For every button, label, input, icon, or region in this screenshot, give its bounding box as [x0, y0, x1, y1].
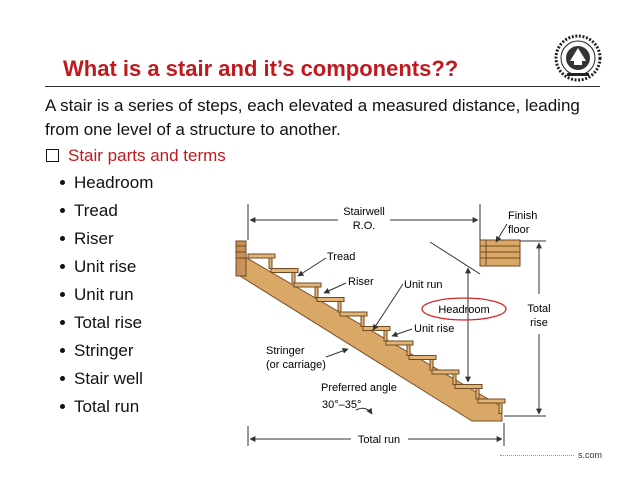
stair-tread	[270, 268, 299, 273]
stair-tread	[477, 398, 506, 404]
bullet-icon	[60, 348, 65, 353]
stair-riser	[406, 344, 411, 356]
stair-riser	[360, 315, 365, 327]
list-item: Unit run	[60, 283, 153, 311]
stair-riser	[383, 330, 388, 342]
upper-floor-framing	[479, 239, 521, 267]
stair-riser	[498, 402, 503, 414]
bullet-icon	[60, 236, 65, 241]
list-item: Riser	[60, 227, 153, 255]
headroom-highlight-circle	[421, 297, 507, 321]
term-riser: Riser	[74, 229, 114, 248]
list-item: Stringer	[60, 339, 153, 367]
parts-heading-text: Stair parts and terms	[68, 146, 226, 165]
checkbox-bullet-icon	[46, 149, 59, 162]
term-unit-rise: Unit rise	[74, 257, 137, 276]
label-tread: Tread	[327, 251, 355, 263]
stair-riser	[291, 272, 296, 284]
bullet-icon	[60, 376, 65, 381]
label-riser: Riser	[348, 276, 374, 288]
bullet-icon	[60, 292, 65, 297]
parts-heading: Stair parts and terms	[46, 146, 226, 166]
intro-paragraph: A stair is a series of steps, each eleva…	[45, 96, 580, 139]
term-stair-well: Stair well	[74, 369, 143, 388]
stair-tread	[408, 355, 437, 360]
list-item: Headroom	[60, 171, 153, 199]
stair-riser	[268, 257, 273, 269]
stair-tread	[247, 253, 276, 259]
term-tread: Tread	[74, 201, 118, 220]
stair-riser	[314, 286, 319, 298]
terms-list: Headroom Tread Riser Unit rise Unit run …	[60, 171, 153, 423]
stair-tread	[431, 369, 460, 375]
stair-riser	[429, 359, 434, 371]
stair-riser	[475, 388, 480, 400]
label-carriage: (or carriage)	[266, 359, 326, 371]
list-item: Total run	[60, 395, 153, 423]
term-headroom: Headroom	[74, 173, 154, 192]
bullet-icon	[60, 208, 65, 213]
stair-tread	[454, 384, 483, 389]
slide-title: What is a stair and it’s components??	[63, 56, 459, 81]
label-floor: floor	[508, 224, 530, 236]
term-unit-run: Unit run	[74, 285, 134, 304]
bullet-icon	[60, 320, 65, 325]
stair-riser	[337, 301, 342, 313]
stair-tread	[316, 297, 345, 302]
label-stringer: Stringer	[266, 345, 305, 357]
label-total-run: Total run	[358, 434, 400, 446]
title-divider	[45, 86, 600, 87]
stair-tread	[339, 311, 368, 317]
term-stringer: Stringer	[74, 341, 134, 360]
stair-diagram: Stairwell R.O. Finish floor Total rise H…	[235, 204, 551, 446]
term-total-rise: Total rise	[74, 313, 143, 332]
footer-text: s.com	[578, 450, 603, 460]
bullet-icon	[60, 404, 65, 409]
label-unit-rise: Unit rise	[414, 323, 454, 335]
label-finish: Finish	[508, 210, 537, 222]
label-total: Total	[527, 303, 550, 315]
stair-tread	[293, 282, 322, 288]
label-rise: rise	[530, 317, 548, 329]
bullet-icon	[60, 264, 65, 269]
label-stairwell-ro: R.O.	[353, 220, 376, 232]
list-item: Tread	[60, 199, 153, 227]
footer-dots	[500, 455, 574, 457]
term-total-run: Total run	[74, 397, 140, 416]
stair-riser	[452, 373, 457, 385]
institute-seal-logo	[554, 34, 602, 82]
list-item: Total rise	[60, 311, 153, 339]
bullet-icon	[60, 180, 65, 185]
stair-tread	[362, 326, 391, 331]
label-headroom: Headroom	[438, 304, 489, 316]
label-stairwell: Stairwell	[343, 206, 385, 218]
label-unit-run: Unit run	[404, 279, 443, 291]
label-preferred-angle: Preferred angle	[321, 382, 397, 394]
stair-tread	[385, 340, 414, 346]
list-item: Unit rise	[60, 255, 153, 283]
label-angle-range: 30°–35°	[322, 399, 361, 411]
list-item: Stair well	[60, 367, 153, 395]
headroom-reference-line	[429, 241, 481, 275]
